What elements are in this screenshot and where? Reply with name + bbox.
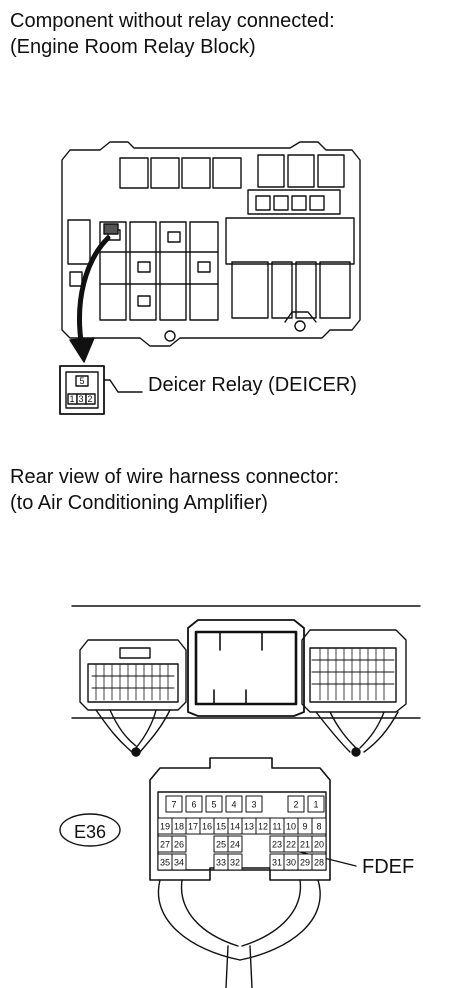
amplifier-housing	[71, 605, 421, 757]
pin-number: 24	[230, 840, 240, 850]
relay-terminal-2: 2	[87, 394, 92, 404]
relay-arrow	[69, 235, 111, 363]
pin-number: 20	[314, 840, 324, 850]
pin-number: 32	[230, 858, 240, 868]
pin-cell	[171, 835, 187, 853]
pin-number: 13	[244, 822, 254, 832]
pin-cell	[205, 795, 223, 813]
connector-id-e36: E36	[74, 822, 106, 842]
pin-number: 2	[293, 800, 298, 810]
pin-number: 8	[316, 822, 321, 832]
pin-cell	[227, 835, 243, 853]
relay-terminal-5: 5	[79, 376, 84, 386]
terminal-label-fdef: FDEF	[362, 856, 415, 878]
pin-number: 34	[174, 858, 184, 868]
pin-number: 21	[300, 840, 310, 850]
pin-number: 6	[191, 800, 196, 810]
pin-number: 35	[160, 858, 170, 868]
relay-terminal-3: 3	[78, 394, 83, 404]
harness-heading-line1: Rear view of wire harness connector:	[10, 466, 340, 488]
pin-cell	[307, 795, 325, 813]
pin-number: 7	[171, 800, 176, 810]
pin-cell	[311, 835, 327, 853]
pin-number: 22	[286, 840, 296, 850]
pin-number: 31	[272, 858, 282, 868]
relay-terminal-1: 1	[69, 394, 74, 404]
pin-cell	[165, 795, 183, 813]
pin-number: 27	[160, 840, 170, 850]
pin-cell	[227, 853, 243, 871]
pin-number: 30	[286, 858, 296, 868]
deicer-relay-terminals	[59, 365, 143, 415]
pin-number: 5	[211, 800, 216, 810]
pin-cell	[287, 795, 305, 813]
pin-number: 33	[216, 858, 226, 868]
pin-number: 10	[286, 822, 296, 832]
pin-number: 14	[230, 822, 240, 832]
pin-number: 1	[313, 800, 318, 810]
pin-number: 19	[160, 822, 170, 832]
pin-number: 4	[231, 800, 236, 810]
pin-number: 17	[188, 822, 198, 832]
pin-number: 18	[174, 822, 184, 832]
relay-block-heading-line2: (Engine Room Relay Block)	[10, 36, 256, 58]
relay-block-heading-line1: Component without relay connected:	[10, 10, 335, 32]
pin-number: 26	[174, 840, 184, 850]
pin-cell	[311, 817, 327, 835]
pin-number: 9	[302, 822, 307, 832]
pin-number: 16	[202, 822, 212, 832]
relay-block	[61, 141, 361, 347]
harness-heading-line2: (to Air Conditioning Amplifier)	[10, 492, 268, 514]
pin-number: 29	[300, 858, 310, 868]
pin-cell	[171, 853, 187, 871]
pin-number: 25	[216, 840, 226, 850]
pin-cell	[225, 795, 243, 813]
pin-number: 3	[251, 800, 256, 810]
pin-number: 15	[216, 822, 226, 832]
e36-connector	[59, 757, 357, 988]
pin-number: 12	[258, 822, 268, 832]
relay-label: Deicer Relay (DEICER)	[148, 374, 357, 396]
pin-number: 23	[272, 840, 282, 850]
pin-number: 11	[272, 822, 281, 832]
pin-cell	[185, 795, 203, 813]
pin-number: 28	[314, 858, 324, 868]
pin-cell	[245, 795, 263, 813]
pin-cell	[311, 853, 327, 871]
